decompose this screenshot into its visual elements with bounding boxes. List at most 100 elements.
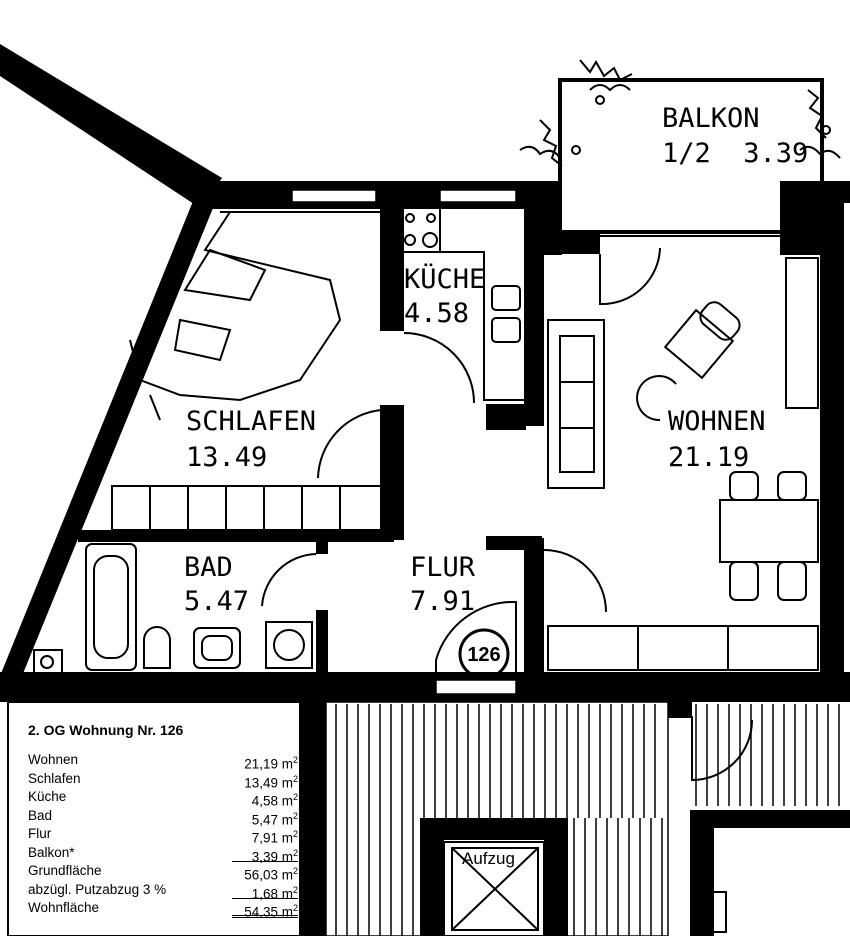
room-name-schlafen: SCHLAFEN [186,406,316,437]
balcony-outline [558,78,824,234]
bedroom-fixtures [111,211,383,531]
area-row-unit-exponent: 2 [292,773,298,784]
wardrobe [111,485,383,531]
dining-chair [777,561,807,601]
room-name-bad: BAD [184,552,233,583]
kitchen-fixtures [399,207,524,404]
stove-burner [422,232,438,248]
kitchen-counter [404,251,524,401]
toilet [143,626,171,669]
area-row-value-text: 13,49 m [244,775,293,790]
elevator [443,841,545,936]
area-row-value: 56,03 m2 [232,862,298,883]
area-row-value-text: 1,68 m [251,886,293,901]
stove-burner [426,213,436,223]
bed-pillow [183,248,267,302]
area-row-value-text: 7,91 m [251,830,293,846]
window-schlafen [291,189,377,203]
kitchen-door-swing [403,332,475,404]
room-area-balkon: 1/2 3.39 [662,138,808,169]
area-row-unit-exponent: 2 [292,829,298,839]
area-row-value: 4,58 m2 [232,788,298,809]
entrance-door [435,600,517,680]
wall-kitchen-left [380,181,404,331]
wall-flur-right [486,536,542,550]
washing-machine-drum [273,629,305,661]
wall-lift-top [420,818,568,840]
area-row-unit-exponent: 2 [292,847,298,858]
elevator-label: Aufzug [462,849,515,868]
area-row-unit-exponent: 2 [292,866,298,876]
windows [291,189,517,695]
area-row-value: 54,35 m2 [232,899,298,920]
area-table-row: Wohnen 21,19 m2 [28,751,298,772]
sofa [547,319,605,489]
washbasin [193,627,241,669]
wall-diagonal-top [0,44,222,208]
bed-foot [149,394,161,421]
wall-lower-right-top [690,810,850,828]
bathtub [85,543,137,671]
balcony-door-swing [599,247,661,306]
room-area-bad: 5.47 [184,586,249,617]
area-row-unit-exponent: 2 [292,755,298,765]
dining-table [719,499,819,563]
washbasin-bowl [201,635,233,661]
area-row-value-text: 4,58 m [251,793,293,809]
area-row-label: Wohnen [28,752,79,767]
armchair [663,308,735,380]
area-row-label: Balkon* [28,844,75,860]
room-area-flur: 7.91 [410,586,475,617]
area-row-value: 1,68 m2 [232,881,298,901]
room-area-schlafen: 13.49 [186,442,267,473]
area-table-row: Flur 7,91 m2 [28,825,298,846]
room-area-wohnen: 21.19 [668,442,749,473]
area-row-label: Schlafen [28,770,81,786]
door-entrance [435,679,517,695]
area-row-unit-exponent: 2 [292,792,298,802]
plant-decoration [519,59,841,167]
dining-chair [777,471,807,501]
boiler [33,649,63,675]
area-row-value: 3,39 m2 [232,844,298,864]
sink-bowl [491,285,521,311]
room-name-balkon: BALKON [662,103,760,134]
wall-slanted-exterior [0,184,222,676]
bed-pillow [173,318,232,362]
area-row-unit-exponent: 2 [292,884,298,895]
wall-balcony-left [540,232,600,254]
staircase [325,701,840,936]
window-kueche [439,189,517,203]
wall-right [820,181,844,676]
armchair-back [699,301,741,341]
area-row-value-text: 5,47 m [251,812,293,827]
wall-kitchen-bottom [486,404,526,430]
area-row-value-text: 3,39 m [251,849,293,864]
area-row-label: Bad [28,807,53,823]
area-row-label: Küche [28,789,67,804]
dining-chair [729,471,759,501]
dining-chair [729,561,759,601]
bath-door-swing [261,553,317,607]
room-name-flur: FLUR [410,552,476,583]
living-fixtures [543,247,819,671]
wall-balcony-right [780,181,820,255]
area-row-label: Flur [28,826,52,841]
room-name-kueche: KÜCHE [404,263,485,295]
area-row-value-text: 21,19 m [244,756,293,772]
wall-lower-right [690,810,714,936]
wall-kitchen-left-lower [380,405,404,540]
living-door-swing [543,549,607,613]
room-area-kueche: 4.58 [404,298,469,329]
sofa-seat [559,335,595,473]
washing-machine [265,621,313,669]
wall-wohnen-left-lower [524,538,544,678]
area-row-value-text: 54,35 m [244,904,293,920]
elevator-cab [451,847,539,931]
area-table-row: abzügl. Putzabzug 3 %1,68 m2 [28,881,298,901]
